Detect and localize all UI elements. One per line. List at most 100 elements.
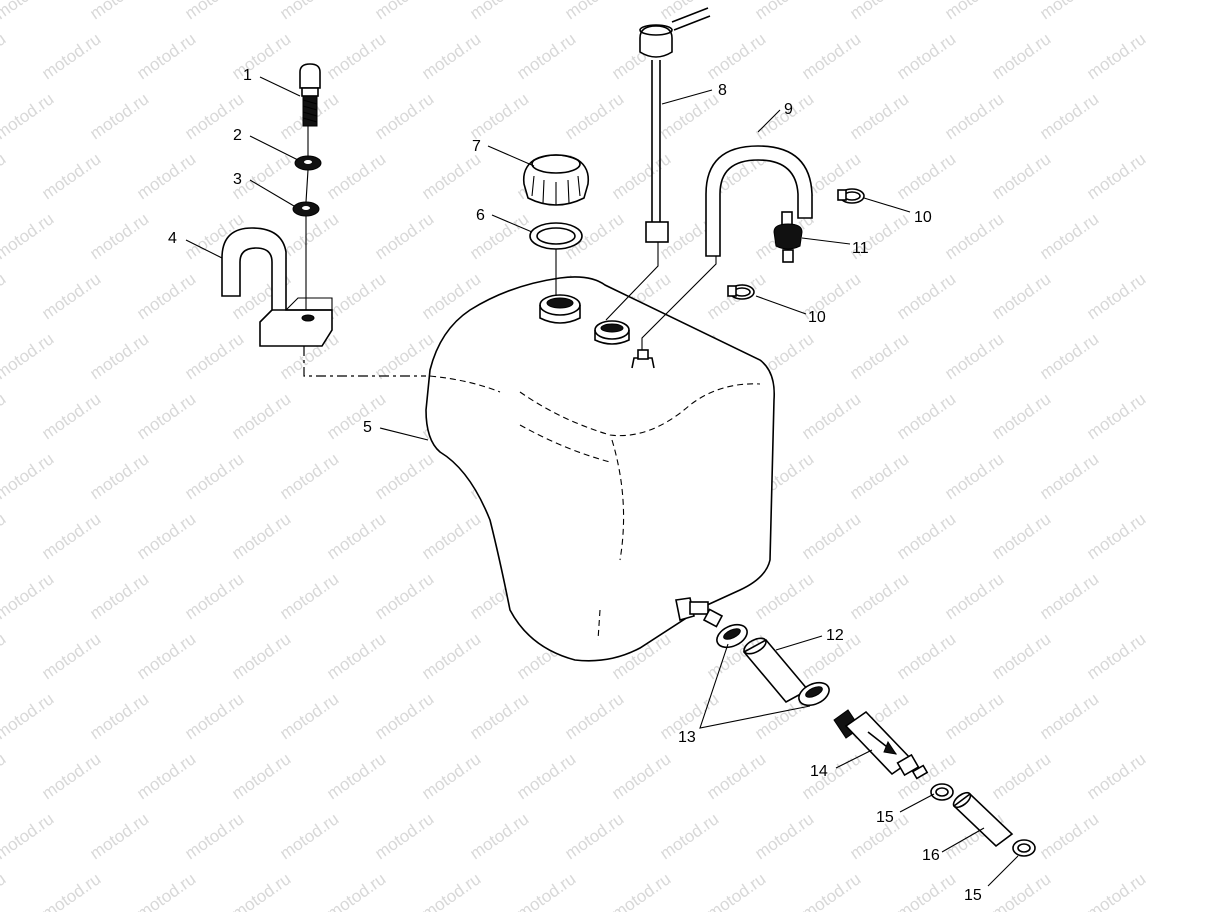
watermark-text: motod.ru	[988, 389, 1054, 443]
filler-gasket	[529, 222, 583, 250]
watermark-text: motod.ru	[893, 509, 959, 563]
callout-7: 7	[472, 138, 481, 155]
callout-12: 12	[826, 627, 844, 644]
watermark-text: motod.ru	[798, 869, 864, 912]
watermark-text: motod.ru	[1083, 29, 1149, 83]
watermark-text: motod.ru	[988, 29, 1054, 83]
watermark-text: motod.ru	[941, 89, 1007, 143]
watermark-text: motod.ru	[561, 0, 627, 23]
watermark-text: motod.ru	[38, 149, 104, 203]
watermark-text: motod.ru	[38, 869, 104, 912]
callout-9: 9	[784, 101, 793, 118]
watermark-text: motod.ru	[418, 149, 484, 203]
watermark-text: motod.ru	[371, 809, 437, 863]
hose-clamp-upper	[716, 623, 748, 649]
watermark-text: motod.ru	[846, 569, 912, 623]
watermark-text: motod.ru	[941, 0, 1007, 23]
watermark-text: motod.ru	[228, 389, 294, 443]
watermark-text: motod.ru	[608, 869, 674, 912]
watermark-text: motod.ru	[0, 329, 57, 383]
watermark-text: motod.ru	[988, 149, 1054, 203]
callout-labels: 1 2 3 4 5 6 7 8 9 10 10 11 12 13 14 15 1…	[168, 67, 982, 904]
watermark-text: motod.ru	[561, 809, 627, 863]
watermark-text: motod.ru	[941, 449, 1007, 503]
watermark-text: motod.ru	[133, 389, 199, 443]
watermark-text: motod.ru	[798, 749, 864, 803]
watermark-text: motod.ru	[276, 569, 342, 623]
watermark-text: motod.ru	[798, 509, 864, 563]
watermark-text: motod.ru	[181, 569, 247, 623]
watermark-text: motod.ru	[38, 749, 104, 803]
watermark-text: motod.ru	[751, 809, 817, 863]
watermark-text: motod.ru	[0, 209, 57, 263]
watermark-text: motod.ru	[133, 149, 199, 203]
watermark-text: motod.ru	[0, 749, 9, 803]
watermark-text: motod.ru	[893, 269, 959, 323]
watermark-text: motod.ru	[988, 269, 1054, 323]
watermark-text: motod.ru	[0, 449, 57, 503]
watermark-text: motod.ru	[751, 0, 817, 23]
watermark-text: motod.ru	[1036, 89, 1102, 143]
callout-1: 1	[243, 67, 252, 84]
watermark-text: motod.ru	[228, 629, 294, 683]
watermark-text: motod.ru	[703, 749, 769, 803]
leader-lines	[185, 76, 1019, 887]
watermark-text: motod.ru	[0, 629, 9, 683]
watermark-text: motod.ru	[371, 89, 437, 143]
watermark-text: motod.ru	[38, 629, 104, 683]
watermark-text: motod.ru	[893, 389, 959, 443]
callout-13: 13	[678, 729, 696, 746]
watermark-text: motod.ru	[86, 209, 152, 263]
callout-3: 3	[233, 171, 242, 188]
watermark-text: motod.ru	[988, 629, 1054, 683]
watermark-text: motod.ru	[466, 0, 532, 23]
callout-10-lower: 10	[808, 309, 826, 326]
watermark-text: motod.ru	[1083, 869, 1149, 912]
watermark-text: motod.ru	[228, 869, 294, 912]
inline-fitting	[833, 709, 929, 780]
watermark-text: motod.ru	[1036, 809, 1102, 863]
watermark-text: motod.ru	[893, 29, 959, 83]
watermark-text: motod.ru	[0, 0, 57, 23]
watermark-text: motod.ru	[323, 29, 389, 83]
watermark-text: motod.ru	[86, 809, 152, 863]
watermark-text: motod.ru	[1036, 449, 1102, 503]
callout-16: 16	[922, 847, 940, 864]
watermark-text: motod.ru	[893, 869, 959, 912]
bolt	[299, 63, 321, 127]
callout-4: 4	[168, 230, 177, 247]
watermark-text: motod.ru	[276, 449, 342, 503]
watermark-text: motod.ru	[371, 0, 437, 23]
watermark-text: motod.ru	[1083, 629, 1149, 683]
watermark-text: motod.ru	[513, 29, 579, 83]
lock-washer	[294, 155, 322, 171]
filler-cap	[522, 154, 590, 206]
watermark-text: motod.ru	[418, 749, 484, 803]
watermark-text: motod.ru	[846, 0, 912, 23]
watermark-text: motod.ru	[418, 629, 484, 683]
watermark-text: motod.ru	[86, 329, 152, 383]
watermark-text: motod.ru	[86, 569, 152, 623]
watermark-text: motod.ru	[513, 749, 579, 803]
watermark-text: motod.ru	[133, 749, 199, 803]
watermark-text: motod.ru	[418, 869, 484, 912]
watermark-text: motod.ru	[371, 209, 437, 263]
watermark-text: motod.ru	[371, 689, 437, 743]
watermark-text: motod.ru	[846, 329, 912, 383]
watermark-text: motod.ru	[133, 269, 199, 323]
watermark-text: motod.ru	[38, 389, 104, 443]
callout-14: 14	[810, 763, 828, 780]
watermark-text: motod.ru	[1083, 509, 1149, 563]
watermark-text: motod.ru	[1036, 689, 1102, 743]
watermark-text: motod.ru	[323, 389, 389, 443]
watermark-text: motod.ru	[0, 869, 9, 912]
watermark-text: motod.ru	[276, 809, 342, 863]
watermark-text: motod.ru	[656, 0, 722, 23]
watermark-text: motod.ru	[133, 509, 199, 563]
watermark-text: motod.ru	[1083, 389, 1149, 443]
watermark-text: motod.ru	[276, 689, 342, 743]
watermark-text: motod.ru	[323, 509, 389, 563]
watermark-text: motod.ru	[798, 389, 864, 443]
oil-tank	[425, 276, 776, 662]
hook-bracket	[221, 227, 333, 347]
